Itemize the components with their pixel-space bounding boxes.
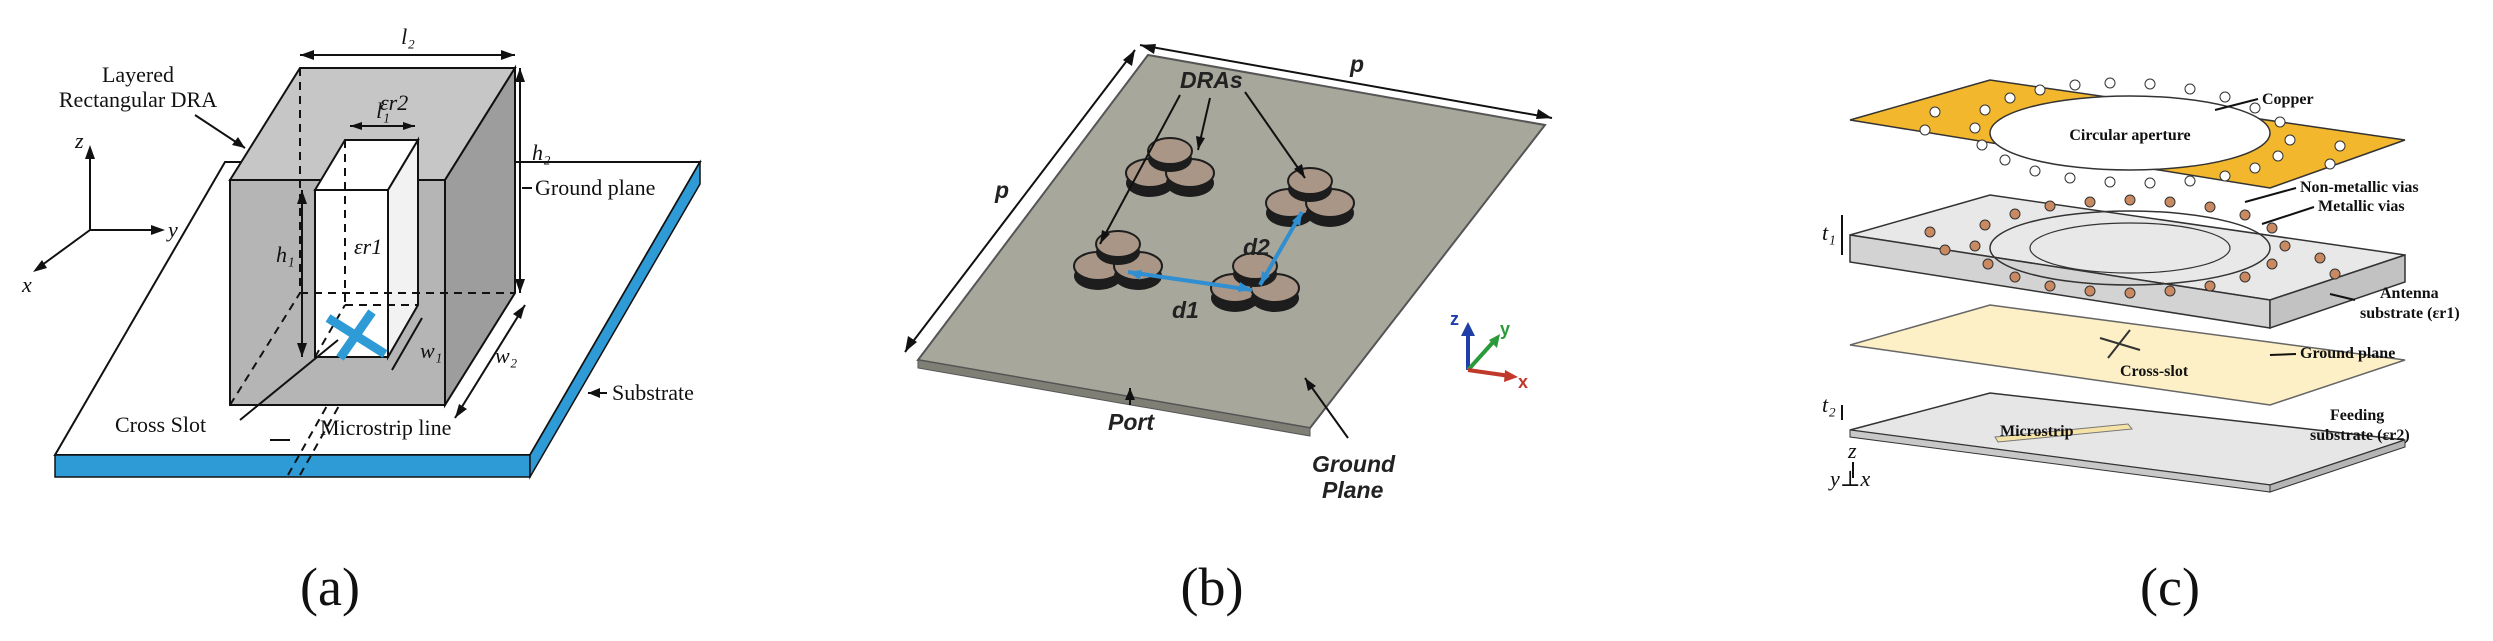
- label-feeding-substrate: substrate (εr2): [2310, 427, 2410, 444]
- label-h1: h₁: [276, 242, 295, 267]
- label-plane-b: Plane: [1322, 477, 1384, 503]
- label-w1: w₁: [420, 338, 442, 363]
- substrate-side-a: [529, 159, 701, 480]
- label-d1: d1: [1172, 297, 1199, 323]
- label-t1: t₁: [1822, 220, 1836, 245]
- feeding-substrate-side: [2269, 439, 2406, 493]
- copper-via-ring: [1919, 77, 2346, 189]
- label-cross-slot-a: Cross Slot: [115, 412, 206, 437]
- callout-antenna: [2329, 293, 2356, 301]
- label-w2: w₂: [495, 343, 518, 368]
- label-dras: DRAs: [1180, 67, 1243, 93]
- label-er2: εr2: [380, 90, 408, 115]
- callout-ground-c: [2269, 353, 2297, 356]
- axis-a-x: [37, 229, 91, 269]
- panel-b: p p d1: [904, 44, 1553, 617]
- substrate-front-a: [54, 454, 531, 478]
- label-antenna-substrate: substrate (εr1): [2360, 305, 2460, 322]
- label-t2: t₂: [1822, 392, 1836, 417]
- caption-b: (b): [1181, 557, 1244, 617]
- metallic-vias: [1924, 194, 2341, 299]
- label-h2: h₂: [532, 140, 551, 165]
- callout-nonmetallic: [2244, 187, 2297, 203]
- label-microstrip-c: Microstrip: [2000, 423, 2074, 440]
- axis-b-x: [1467, 368, 1511, 378]
- label-er1: εr1: [354, 234, 382, 259]
- circular-aperture: [1989, 95, 2271, 171]
- panel-a: l₂ l₁ h₂ h₁ w₁ w₂ εr2 εr1 Layered Rectan…: [21, 24, 702, 617]
- antenna-substrate-side: [2269, 253, 2406, 330]
- cross-slot-arm-2: [336, 309, 376, 361]
- label-ground-plane-a: Ground plane: [535, 175, 655, 200]
- panel-c: Copper Circular aperture Non-metallic vi…: [1822, 77, 2460, 617]
- label-axis-b-z: z: [1450, 309, 1459, 329]
- dra-cluster-top-left: [1125, 137, 1215, 197]
- dim-p-top: [1139, 44, 1553, 119]
- label-ground-b: Ground: [1312, 451, 1396, 477]
- callout-copper: [2214, 98, 2259, 111]
- caption-a: (a): [300, 557, 360, 617]
- label-axis-a-y: y: [166, 217, 178, 242]
- dim-p-left: [904, 49, 1136, 353]
- dras-arrow-3: [1244, 91, 1306, 179]
- callout-metallic: [2261, 206, 2315, 225]
- label-metallic-vias: Metallic vias: [2318, 198, 2405, 215]
- label-non-metallic-vias: Non-metallic vias: [2300, 179, 2419, 196]
- label-axis-a-z: z: [74, 128, 84, 153]
- label-cross-slot-c: Cross-slot: [2120, 363, 2189, 380]
- dra-cluster-bottom-left: [1073, 230, 1163, 290]
- label-l2: l₂: [401, 24, 415, 49]
- label-p-left: p: [994, 177, 1009, 203]
- dras-arrow-1: [1099, 94, 1181, 245]
- callout-slot-line: [239, 339, 339, 421]
- dra-cluster-top-right: [1265, 167, 1355, 227]
- cross-slot-c: [2099, 329, 2141, 359]
- axis-b-y: [1466, 338, 1497, 372]
- caption-c: (c): [2140, 557, 2200, 617]
- label-axis-c-z: z: [1847, 438, 1857, 463]
- label-d2: d2: [1243, 234, 1270, 260]
- inner-hidden-edge-1: [314, 304, 346, 358]
- label-axis-a-x: x: [21, 272, 32, 297]
- label-axis-c-yx: y⊥x: [1828, 466, 1870, 491]
- label-copper: Copper: [2262, 91, 2314, 108]
- label-port: Port: [1108, 409, 1155, 435]
- ground-plate-top: [916, 53, 1547, 430]
- label-ground-plane-c: Ground plane: [2300, 345, 2395, 362]
- label-axis-b-x: x: [1518, 372, 1528, 392]
- ground-plane-layer: [1849, 304, 2406, 406]
- dim-w1-line: [391, 317, 423, 371]
- label-feeding: Feeding: [2330, 407, 2384, 424]
- label-layered: Layered: [102, 62, 174, 87]
- arrow-d1: [1127, 270, 1253, 292]
- ground-plate-edge: [917, 359, 1311, 437]
- arrow-d2: [1258, 211, 1304, 286]
- label-l1: l₁: [376, 98, 390, 123]
- substrate-inner-ring-2: [2029, 222, 2231, 274]
- microstrip-feed: [1994, 423, 2133, 443]
- label-p-top: p: [1349, 51, 1364, 77]
- dim-w2-line: [454, 304, 526, 419]
- label-substrate-a: Substrate: [612, 380, 694, 405]
- label-microstrip-a: Microstrip line: [320, 415, 451, 440]
- label-circular-aperture: Circular aperture: [2069, 127, 2190, 144]
- substrate-inner-ring: [1989, 210, 2271, 286]
- label-rect-dra: Rectangular DRA: [59, 87, 217, 112]
- label-antenna: Antenna: [2380, 285, 2439, 302]
- label-axis-b-y: y: [1500, 319, 1510, 339]
